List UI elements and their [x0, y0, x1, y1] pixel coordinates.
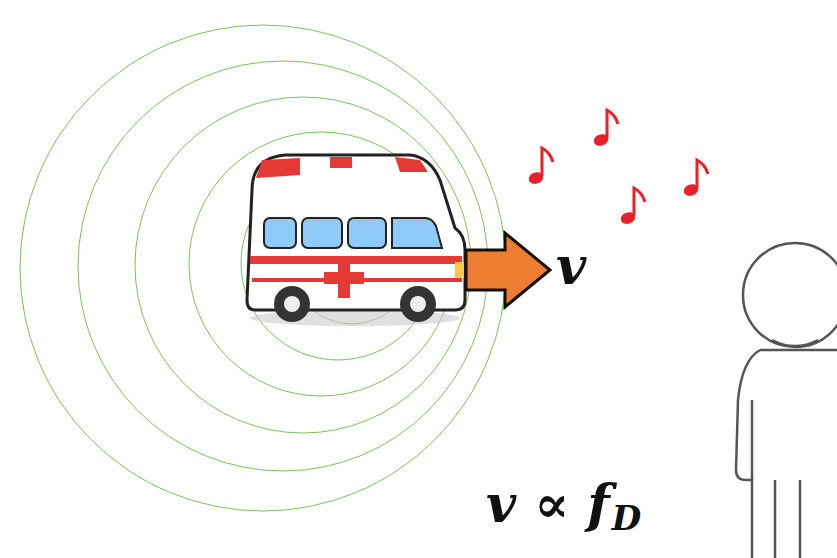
ambulance: [247, 155, 465, 326]
formula-text: v ∝ f: [486, 478, 610, 530]
formula-subscript: D: [612, 501, 641, 535]
velocity-arrow: [466, 233, 550, 307]
observer-person: [736, 243, 837, 558]
sound-waves: [20, 25, 506, 511]
velocity-label: v: [556, 240, 586, 292]
music-notes: [528, 110, 708, 225]
